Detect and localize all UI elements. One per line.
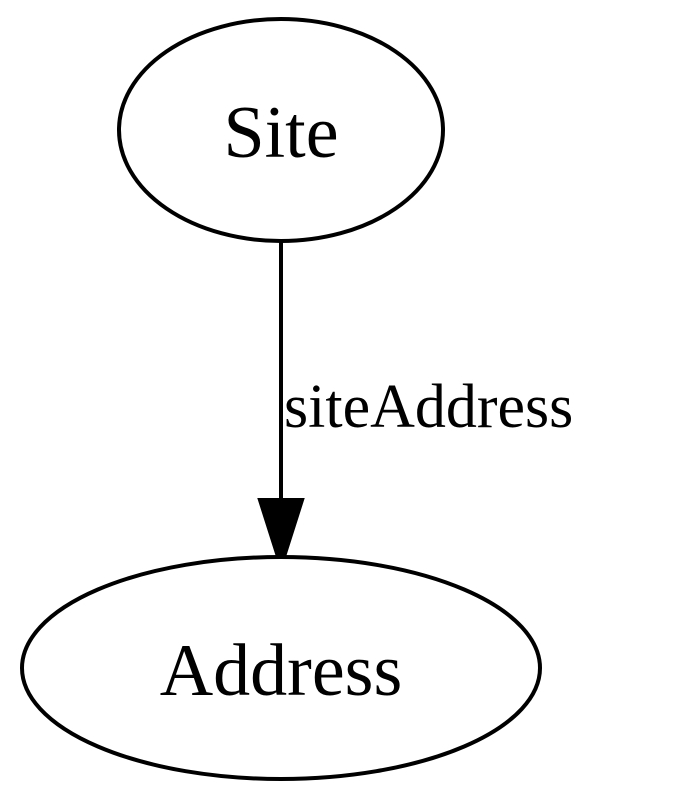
node-address-label: Address [160, 630, 403, 712]
node-address-ellipse [20, 555, 542, 781]
node-site[interactable]: Site [117, 17, 445, 243]
node-site-label: Site [223, 92, 338, 174]
arrow-head-icon [257, 498, 305, 573]
edge-site-address[interactable]: siteAddress [257, 241, 573, 573]
node-address[interactable]: Address [20, 555, 542, 781]
edge-site-address-label: siteAddress [284, 373, 573, 441]
